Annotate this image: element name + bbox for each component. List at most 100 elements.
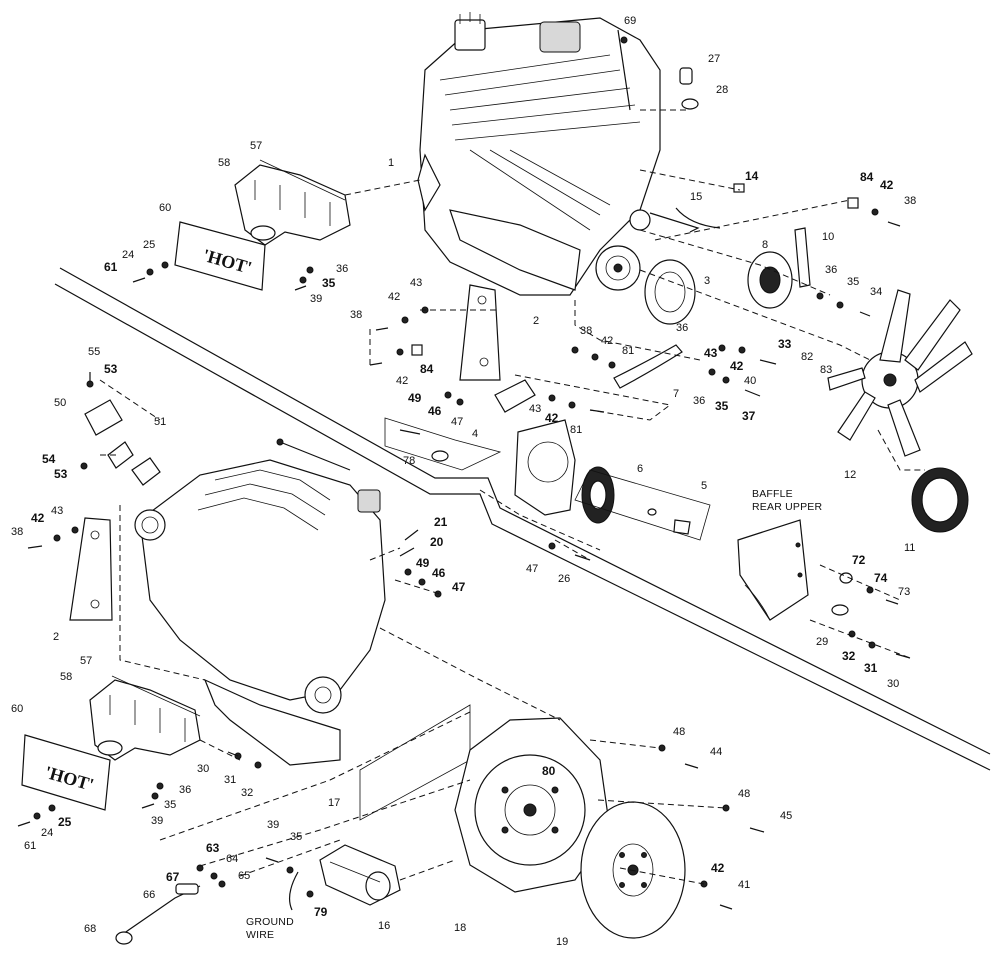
callout-72: 72	[852, 553, 866, 567]
callout-42: 42	[388, 291, 400, 303]
callout-33: 33	[778, 337, 792, 351]
callout-81: 81	[622, 345, 634, 357]
callout-68: 68	[84, 923, 96, 935]
callout-44: 44	[710, 746, 722, 758]
callout-73: 73	[898, 586, 910, 598]
callout-36: 36	[825, 264, 837, 276]
front-cover-and-pulley	[514, 419, 711, 541]
starter-motor	[319, 844, 401, 906]
callout-2: 2	[53, 631, 59, 643]
callout-8: 8	[762, 239, 768, 251]
callout-53: 53	[104, 362, 118, 376]
callout-29: 29	[816, 636, 828, 648]
callout-82: 82	[801, 351, 813, 363]
callout-69: 69	[624, 15, 636, 27]
lower-engine-assembly	[134, 438, 386, 766]
callout-35: 35	[322, 276, 336, 290]
callout-58: 58	[218, 157, 230, 169]
callout-58: 58	[60, 671, 72, 683]
callout-83: 83	[820, 364, 832, 376]
callout-35: 35	[164, 799, 176, 811]
callout-6: 6	[637, 463, 643, 475]
callout-57: 57	[80, 655, 92, 667]
fan-clutch	[877, 429, 969, 533]
section-divider	[54, 267, 991, 771]
callout-81: 81	[570, 424, 582, 436]
callout-39: 39	[267, 819, 279, 831]
callout-24: 24	[41, 827, 53, 839]
callout-54: 54	[42, 452, 56, 466]
sensors-upper	[620, 36, 745, 193]
callout-50: 50	[54, 397, 66, 409]
callout-84: 84	[420, 362, 434, 376]
callout-48: 48	[673, 726, 685, 738]
callout-21: 21	[434, 515, 448, 529]
callout-38: 38	[580, 325, 592, 337]
fasteners-top-right	[816, 197, 901, 317]
ground-wire-label-line1: GROUND	[246, 916, 294, 928]
baffle-label-line2: REAR UPPER	[752, 501, 822, 513]
engine-mount-bracket-lower	[27, 517, 113, 621]
callout-42: 42	[31, 511, 45, 525]
callout-25: 25	[58, 815, 72, 829]
bracket-and-tensioner	[444, 344, 777, 413]
callout-42: 42	[711, 861, 725, 875]
callout-37: 37	[742, 409, 756, 423]
callout-39: 39	[310, 293, 322, 305]
callout-32: 32	[842, 649, 856, 663]
callout-79: 79	[314, 905, 328, 919]
cover-plate-17	[359, 704, 471, 821]
pulleys-upper	[644, 207, 811, 325]
callout-28: 28	[716, 84, 728, 96]
callout-38: 38	[904, 195, 916, 207]
callout-14: 14	[745, 169, 759, 183]
callout-36: 36	[179, 784, 191, 796]
callout-49: 49	[408, 391, 422, 405]
fasteners-cover-lower	[548, 542, 591, 561]
heat-shield-fasteners-upper	[132, 261, 314, 291]
upper-engine-assembly	[417, 12, 661, 296]
callout-45: 45	[780, 810, 792, 822]
callout-17: 17	[328, 797, 340, 809]
callout-32: 32	[241, 787, 253, 799]
callout-5: 5	[701, 480, 707, 492]
dashed-panel-78	[384, 417, 502, 471]
sensors-left	[80, 372, 161, 486]
callout-43: 43	[704, 346, 718, 360]
callout-40: 40	[744, 375, 756, 387]
callout-42: 42	[601, 335, 613, 347]
callout-43: 43	[51, 505, 63, 517]
callout-63: 63	[206, 841, 220, 855]
callout-30: 30	[887, 678, 899, 690]
callout-61: 61	[104, 260, 118, 274]
callout-36: 36	[693, 395, 705, 407]
callout-3: 3	[704, 275, 710, 287]
callout-51: 51	[154, 416, 166, 428]
callout-43: 43	[529, 403, 541, 415]
heat-shield-fasteners-lower	[17, 751, 262, 827]
starter-cables	[115, 857, 314, 945]
callout-25: 25	[143, 239, 155, 251]
engine-mount-bracket-upper	[459, 284, 501, 381]
callout-43: 43	[410, 277, 422, 289]
callout-60: 60	[159, 202, 171, 214]
bell-housing-adapter	[454, 717, 611, 893]
callout-60: 60	[11, 703, 23, 715]
mount-fasteners-upper	[369, 306, 429, 366]
callout-16: 16	[378, 920, 390, 932]
upper-exhaust-manifold	[174, 159, 351, 291]
callout-12: 12	[844, 469, 856, 481]
ground-wire-label-line2: WIRE	[246, 929, 274, 941]
throttle-fasteners	[399, 529, 442, 598]
callout-57: 57	[250, 140, 262, 152]
callout-35: 35	[715, 399, 729, 413]
callout-1: 1	[388, 157, 394, 169]
callout-67: 67	[166, 870, 180, 884]
callout-30: 30	[197, 763, 209, 775]
callout-24: 24	[122, 249, 134, 261]
callout-38: 38	[350, 309, 362, 321]
callout-4: 4	[472, 428, 478, 440]
callout-74: 74	[874, 571, 888, 585]
callout-36: 36	[676, 322, 688, 334]
